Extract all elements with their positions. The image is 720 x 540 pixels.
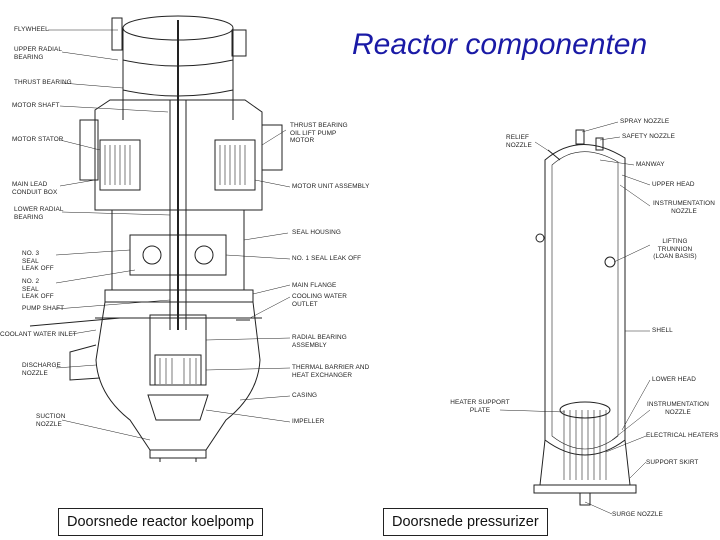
label-thrust-bearing: THRUST BEARING [14, 79, 72, 86]
label-thermal-barrier-heat-exchanger: THERMAL BARRIER AND HEAT EXCHANGER [292, 364, 370, 379]
label-support-skirt: SUPPORT SKIRT [646, 459, 699, 466]
label-electrical-heaters: ELECTRICAL HEATERS [646, 432, 719, 439]
label-thrust-bearing-oil-lift-pump-motor: THRUST BEARING OIL LIFT PUMP MOTOR [290, 122, 348, 144]
label-main-lead-conduit-box: MAIN LEAD CONDUIT BOX [12, 181, 58, 196]
label-coolant-water-inlet: COOLANT WATER INLET [0, 331, 77, 338]
pressurizer-caption: Doorsnede pressurizer [383, 508, 548, 536]
label-upper-head: UPPER HEAD [652, 181, 695, 188]
label-motor-unit-assembly: MOTOR UNIT ASSEMBLY [292, 183, 370, 190]
label-relief-nozzle: RELIEF NOZZLE [506, 134, 532, 149]
label-spray-nozzle: SPRAY NOZZLE [620, 118, 670, 125]
label-discharge-nozzle: DISCHARGE NOZZLE [22, 362, 61, 377]
label-suction-nozzle: SUCTION NOZZLE [36, 413, 66, 428]
label-pump-shaft: PUMP SHAFT [22, 305, 65, 312]
label-flywheel: FLYWHEEL [14, 26, 49, 33]
label-lower-head: LOWER HEAD [652, 376, 696, 383]
label-no2-seal-leak-off: NO. 2 SEAL LEAK OFF [22, 278, 54, 300]
label-lower-radial-bearing: LOWER RADIAL BEARING [14, 206, 64, 221]
label-casing: CASING [292, 392, 318, 399]
label-instrumentation-nozzle-top: INSTRUMENTATION NOZZLE [653, 200, 715, 215]
label-main-flange: MAIN FLANGE [292, 282, 337, 289]
label-impeller: IMPELLER [292, 418, 325, 425]
label-no1-seal-leak-off: NO. 1 SEAL LEAK OFF [292, 255, 362, 262]
slide-title: Reactor componenten [352, 28, 648, 61]
label-shell: SHELL [652, 327, 673, 334]
label-heater-support-plate: HEATER SUPPORT PLATE [450, 399, 510, 414]
pump-caption: Doorsnede reactor koelpomp [58, 508, 263, 536]
label-upper-radial-bearing: UPPER RADIAL BEARING [14, 46, 62, 61]
label-surge-nozzle: SURGE NOZZLE [612, 511, 663, 518]
label-instrumentation-nozzle-bottom: INSTRUMENTATION NOZZLE [647, 401, 709, 416]
label-safety-nozzle: SAFETY NOZZLE [622, 133, 676, 140]
label-motor-stator: MOTOR STATOR [12, 136, 64, 143]
label-seal-housing: SEAL HOUSING [292, 229, 341, 236]
label-cooling-water-outlet: COOLING WATER OUTLET [292, 293, 347, 308]
label-radial-bearing-assembly: RADIAL BEARING ASSEMBLY [292, 334, 347, 349]
label-motor-shaft: MOTOR SHAFT [12, 102, 60, 109]
label-lifting-trunnion: LIFTING TRUNNION (LOAN BASIS) [653, 238, 697, 260]
label-manway: MANWAY [636, 161, 665, 168]
label-no3-seal-leak-off: NO. 3 SEAL LEAK OFF [22, 250, 54, 272]
